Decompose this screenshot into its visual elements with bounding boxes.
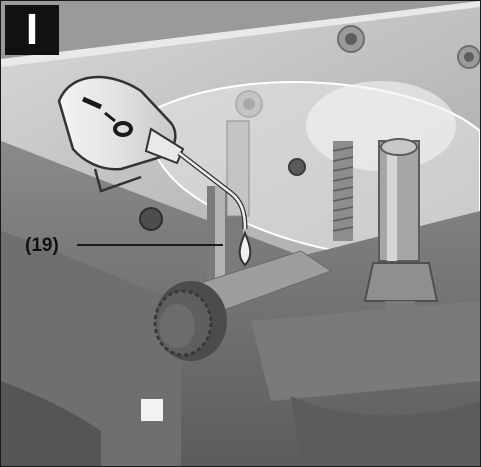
callout-label: (19)	[25, 235, 59, 256]
threaded-rod	[332, 141, 354, 241]
lower-housing-details	[1, 301, 480, 466]
guide-column	[189, 120, 333, 312]
oil-drop	[238, 230, 252, 267]
depth-knob	[153, 281, 227, 361]
oil-bottle	[57, 75, 248, 230]
step-badge: I	[5, 5, 59, 55]
